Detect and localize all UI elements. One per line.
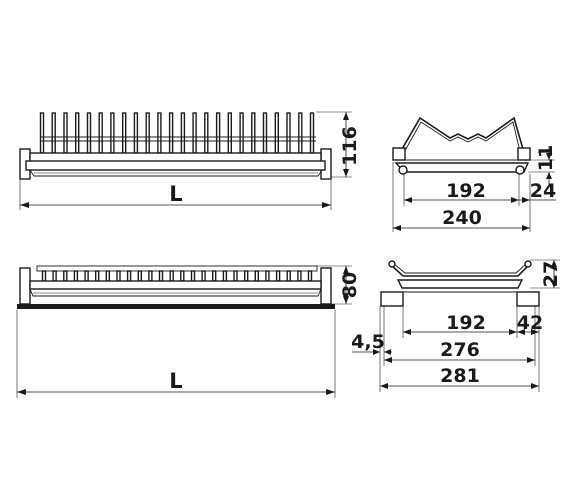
rack-rod — [201, 270, 206, 282]
rack-rod — [63, 270, 68, 282]
rack-rod — [251, 112, 256, 154]
bottom-side-width-label: 192 — [446, 312, 486, 334]
rack-rod — [51, 112, 56, 154]
rack-rod — [94, 270, 100, 282]
rack-rod — [116, 270, 121, 282]
top-side-width-label: 192 — [446, 180, 486, 202]
rack-rod — [121, 112, 127, 154]
rack-rod — [63, 112, 68, 154]
rack-rod — [192, 112, 197, 154]
rack-rod — [309, 112, 315, 154]
rack-rod — [227, 112, 233, 154]
rack-rod — [265, 270, 270, 282]
rack-rod — [157, 112, 162, 154]
top-height-label: 116 — [339, 126, 361, 166]
top-rack-side-view: 11 192 24 240 — [392, 116, 557, 232]
rack-rod — [148, 270, 153, 282]
rack-rod — [286, 112, 291, 154]
bottom-rack-front-view: 80 L — [16, 265, 361, 398]
top-side-thickness-label: 11 — [535, 145, 557, 171]
rack-rod — [233, 270, 238, 282]
rack-rod — [105, 270, 111, 282]
rack-rod — [39, 112, 45, 154]
rack-rod — [211, 270, 217, 282]
top-rack-rods — [39, 112, 315, 154]
rack-rod — [145, 112, 150, 154]
bottom-rack-rods — [41, 270, 313, 282]
rack-rod — [204, 112, 209, 154]
top-side-offset-label: 24 — [530, 180, 556, 202]
rack-rod — [73, 270, 79, 282]
rack-rod — [190, 270, 196, 282]
bottom-side-small-label: 4,5 — [351, 331, 385, 353]
rack-rod — [74, 112, 80, 154]
rack-rod — [180, 270, 185, 282]
rack-rod — [41, 270, 47, 282]
rack-rod — [86, 112, 92, 154]
rack-rod — [137, 270, 143, 282]
bottom-side-height-label: 27 — [540, 261, 562, 287]
bottom-side-offset-label: 42 — [517, 312, 543, 334]
bottom-side-total-label: 281 — [440, 365, 480, 387]
rack-rod — [239, 112, 244, 154]
bottom-length-label: L — [169, 369, 182, 393]
rack-rod — [98, 112, 103, 154]
rack-rod — [169, 270, 174, 282]
rack-rod — [275, 270, 281, 282]
rack-rod — [254, 270, 260, 282]
top-length-label: L — [169, 182, 182, 206]
rack-rod — [298, 112, 303, 154]
rack-rod — [110, 112, 115, 154]
rack-rod — [52, 270, 57, 282]
rack-rod — [222, 270, 228, 282]
bottom-side-inner-label: 276 — [440, 339, 480, 361]
rack-rod — [168, 112, 174, 154]
bottom-rack-side-view: 27 192 42 4,5 276 281 — [351, 259, 562, 392]
rack-rod — [274, 112, 279, 154]
rack-rod — [243, 270, 249, 282]
rack-rod — [297, 270, 302, 282]
rack-rod — [180, 112, 186, 154]
rack-rod — [262, 112, 268, 154]
rack-rod — [215, 112, 221, 154]
bottom-height-label: 80 — [339, 272, 361, 298]
rack-rod — [158, 270, 164, 282]
rack-rod — [84, 270, 89, 282]
rack-rod — [126, 270, 132, 282]
top-rack-front-view: 116 L — [19, 111, 361, 210]
top-side-total-label: 240 — [442, 207, 482, 229]
rack-rod — [133, 112, 139, 154]
rack-rod — [307, 270, 313, 282]
rack-rod — [286, 270, 291, 282]
